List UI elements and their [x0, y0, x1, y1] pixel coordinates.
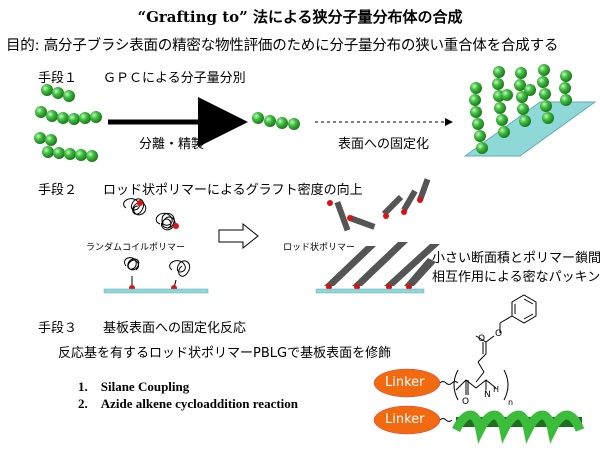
step3-description: 反応基を有するロッド状ポリマーPBLGで基板表面を修飾 [58, 346, 392, 361]
ether-oxygen-label: O [495, 329, 502, 339]
brush-substrate [463, 101, 597, 157]
repeat-subscript-label: n [508, 398, 513, 407]
floating-rods [327, 178, 431, 232]
fixation-label: 表面への固定化 [338, 137, 430, 152]
rod-substrate [315, 288, 425, 294]
packing-note-line2: 相互作用による密なパッキング [432, 270, 600, 285]
step2-heading: 手段２ ロッド状ポリマーによるグラフト密度の向上 [38, 183, 363, 198]
grafted-rods [324, 242, 440, 290]
ester-oxygen-label: O [478, 334, 485, 344]
separation-label: 分離・精製 [139, 137, 205, 152]
hydrogen-label: H [493, 385, 499, 394]
random-coil-polymers [123, 198, 191, 289]
method-2: 2. Azide alkene cycloaddition reaction [78, 396, 299, 411]
linker-label-1: Linker [385, 375, 425, 390]
linker-label-2: Linker [385, 412, 425, 427]
pblg-structure [453, 294, 537, 401]
nitrogen-label: N [484, 390, 491, 400]
polydisperse-chains [34, 84, 102, 162]
carbonyl-oxygen-label: O [462, 397, 469, 407]
page-title: “Grafting to” 法による狭分子量分布体の合成 [137, 8, 463, 26]
purpose-text: 目的: 高分子ブラシ表面の精密な物性評価のために分子量分布の狭い重合体を合成する [6, 38, 559, 54]
step3-heading: 手段３ 基板表面への固定化反応 [38, 321, 247, 336]
alpha-helix [451, 410, 585, 444]
rod-polymer-label: ロッド状ポリマー [283, 243, 356, 253]
method-1: 1. Silane Coupling [78, 379, 190, 394]
packing-note-line1: 小さい断面積とポリマー鎖間の [432, 251, 600, 266]
random-coil-label: ランダムコイルポリマー [86, 243, 186, 253]
transition-arrow [218, 222, 259, 250]
step1-heading: 手段１ ＧＰＣによる分子量分別 [38, 71, 246, 86]
uniform-chain [252, 112, 300, 130]
polymer-brush [469, 64, 572, 154]
coil-substrate [103, 288, 209, 294]
